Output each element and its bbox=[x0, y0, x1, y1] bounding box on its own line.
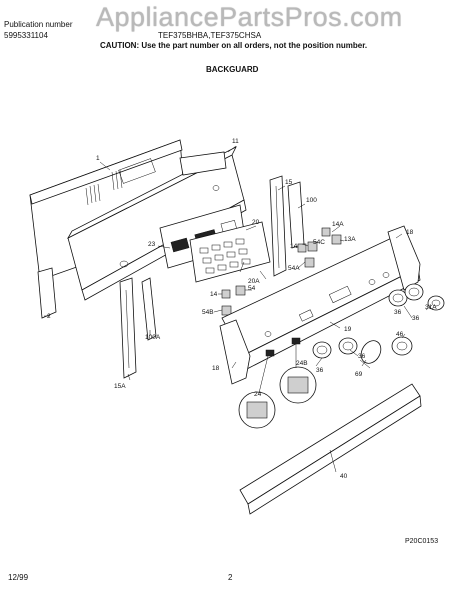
leader-lines bbox=[44, 145, 433, 473]
relay-14-right bbox=[297, 243, 307, 253]
callout-15a: 15A bbox=[114, 383, 126, 390]
section-title: BACKGUARD bbox=[206, 65, 259, 74]
knob-36-e bbox=[312, 341, 332, 359]
relay-14a bbox=[321, 227, 331, 237]
relay-13a bbox=[331, 234, 342, 245]
callout-46: 46 bbox=[396, 331, 404, 338]
footer-page-number: 2 bbox=[228, 573, 233, 582]
callout-24b: 24B bbox=[296, 360, 308, 367]
relay-54a bbox=[304, 257, 315, 268]
callout-100: 100 bbox=[306, 197, 317, 204]
publication-number-label: Publication number bbox=[4, 20, 73, 29]
light-bulb bbox=[359, 340, 382, 369]
callout-40: 40 bbox=[340, 473, 348, 480]
caution-note: CAUTION: Use the part number on all orde… bbox=[100, 41, 368, 50]
left-trim-bracket bbox=[141, 277, 157, 341]
callout-1: 1 bbox=[96, 155, 100, 162]
callout-14-right: 14 bbox=[290, 243, 298, 250]
switch-54b bbox=[221, 305, 232, 316]
rocker-switch-24 bbox=[238, 391, 276, 429]
switch-14-left bbox=[221, 289, 231, 299]
left-end-bracket bbox=[37, 267, 57, 319]
switch-knob-right bbox=[291, 337, 301, 345]
callout-100a: 100A bbox=[145, 334, 161, 341]
callout-14a: 14A bbox=[332, 221, 344, 228]
callout-54a: 54A bbox=[288, 265, 300, 272]
lower-trim-strip bbox=[239, 383, 422, 515]
callout-13a: 13A bbox=[344, 236, 356, 243]
switch-knob-left bbox=[265, 349, 275, 357]
relay-54c bbox=[307, 241, 318, 252]
knob-46 bbox=[391, 336, 413, 356]
callout-36-lower: 36 bbox=[316, 367, 324, 374]
callout-11: 11 bbox=[232, 138, 239, 145]
switch-54 bbox=[235, 285, 246, 296]
knob-36-c bbox=[427, 295, 445, 311]
callout-31a: 31A bbox=[425, 304, 437, 311]
model-numbers: TEF375BHBA,TEF375CHSA bbox=[158, 31, 262, 40]
publication-number-value: 5995331104 bbox=[4, 31, 48, 40]
callout-69: 69 bbox=[355, 371, 363, 378]
callout-36-knob: 36 bbox=[358, 353, 366, 360]
knob-36-d bbox=[338, 337, 358, 355]
footer-date: 12/99 bbox=[8, 573, 29, 582]
knob-36-b bbox=[404, 283, 424, 301]
callout-20a: 20A bbox=[248, 278, 260, 285]
right-end-cap bbox=[387, 225, 421, 291]
callout-18-left: 18 bbox=[212, 365, 220, 372]
callout-36-mid: 36 bbox=[394, 309, 402, 316]
callout-24: 24 bbox=[254, 391, 262, 398]
callout-54b: 54B bbox=[202, 309, 214, 316]
watermark: AppliancePartsPros.com bbox=[96, 2, 403, 32]
callout-20: 20 bbox=[252, 219, 260, 226]
callout-19: 19 bbox=[344, 326, 352, 333]
callout-18-top: 18 bbox=[406, 229, 414, 236]
rocker-switch-24b bbox=[279, 366, 317, 404]
callout-15: 15 bbox=[285, 179, 293, 186]
callout-54c: 54C bbox=[313, 239, 325, 246]
left-side-bracket bbox=[119, 277, 137, 379]
figure-code: P20C0153 bbox=[405, 538, 439, 545]
callout-36-upper: 36 bbox=[412, 315, 420, 322]
control-overlay bbox=[189, 221, 271, 283]
callout-14-left: 14 bbox=[210, 291, 218, 298]
right-trim-bracket bbox=[287, 181, 305, 249]
callout-23: 23 bbox=[148, 241, 156, 248]
right-side-bracket bbox=[269, 175, 287, 277]
callout-2: 2 bbox=[47, 313, 51, 320]
callout-54: 54 bbox=[248, 285, 256, 292]
left-end-cap bbox=[219, 319, 251, 385]
knob-36-a bbox=[388, 289, 408, 307]
